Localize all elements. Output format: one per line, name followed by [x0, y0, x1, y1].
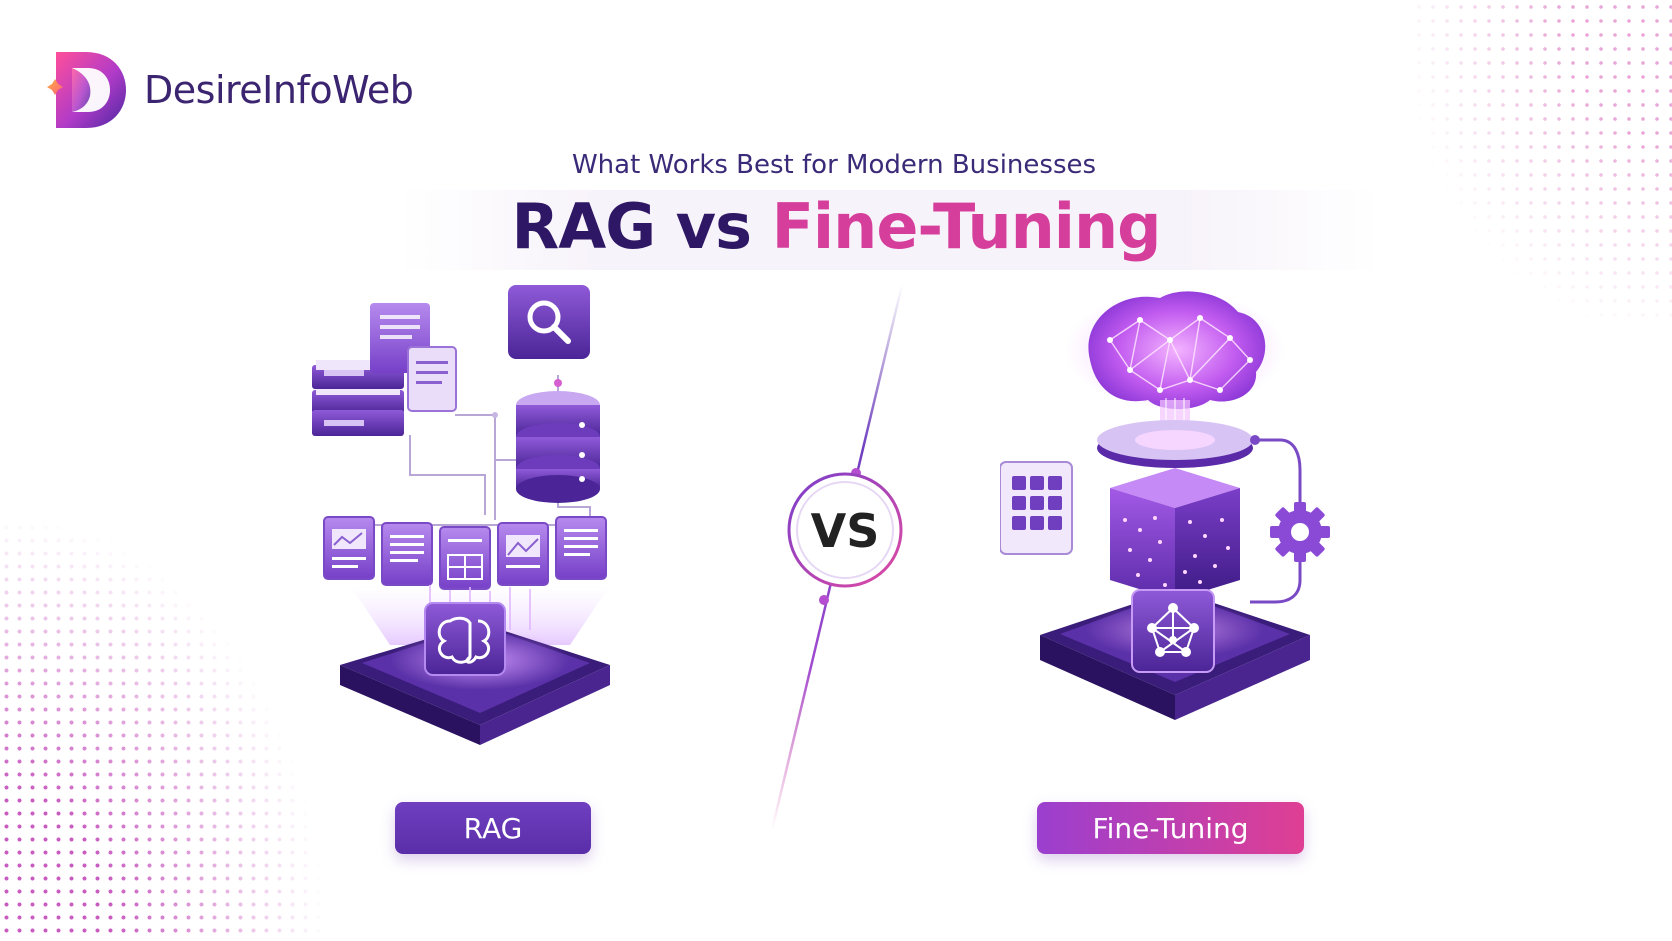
- image-chart-icon: [323, 516, 375, 580]
- fine-tuning-label-button[interactable]: Fine-Tuning: [1037, 802, 1304, 854]
- image-icon: [497, 522, 549, 586]
- gear-icon: [1270, 502, 1330, 562]
- title-rag-vs: RAG vs: [511, 190, 772, 263]
- title-fine-tuning: Fine-Tuning: [771, 190, 1162, 263]
- vs-divider: VS: [770, 284, 904, 831]
- title-band: [400, 190, 1380, 270]
- data-cube-icon: [1110, 468, 1240, 600]
- fine-tuning-label-text: Fine-Tuning: [1092, 811, 1249, 845]
- rag-label-text: RAG: [463, 811, 523, 845]
- fine-tuning-illustration: [1000, 290, 1330, 720]
- neural-brain-icon: [1065, 290, 1285, 410]
- text-document-icon: [555, 516, 607, 580]
- brand-logo-mark-icon: [47, 52, 126, 128]
- brand-name: DesireInfoWeb: [144, 68, 414, 112]
- brand-logo[interactable]: DesireInfoWeb: [42, 50, 414, 130]
- search-icon: [508, 285, 590, 359]
- decorative-dots-bottom-left: [0, 521, 320, 941]
- vs-text: VS: [811, 504, 880, 558]
- rag-illustration: [312, 285, 610, 745]
- page-subtitle: What Works Best for Modern Businesses: [571, 150, 1097, 180]
- neural-network-icon: [1131, 589, 1215, 673]
- text-document-icon: [381, 522, 433, 586]
- brain-chip-icon: [424, 602, 506, 676]
- grid-icon: [1000, 461, 1073, 555]
- decorative-dots-top-right: [1412, 0, 1672, 320]
- documents-icon: [370, 303, 457, 412]
- table-icon: [439, 526, 491, 590]
- database-icon: [516, 391, 600, 503]
- page-title: RAG vs Fine-Tuning: [0, 190, 1672, 263]
- rag-label-button[interactable]: RAG: [395, 802, 591, 854]
